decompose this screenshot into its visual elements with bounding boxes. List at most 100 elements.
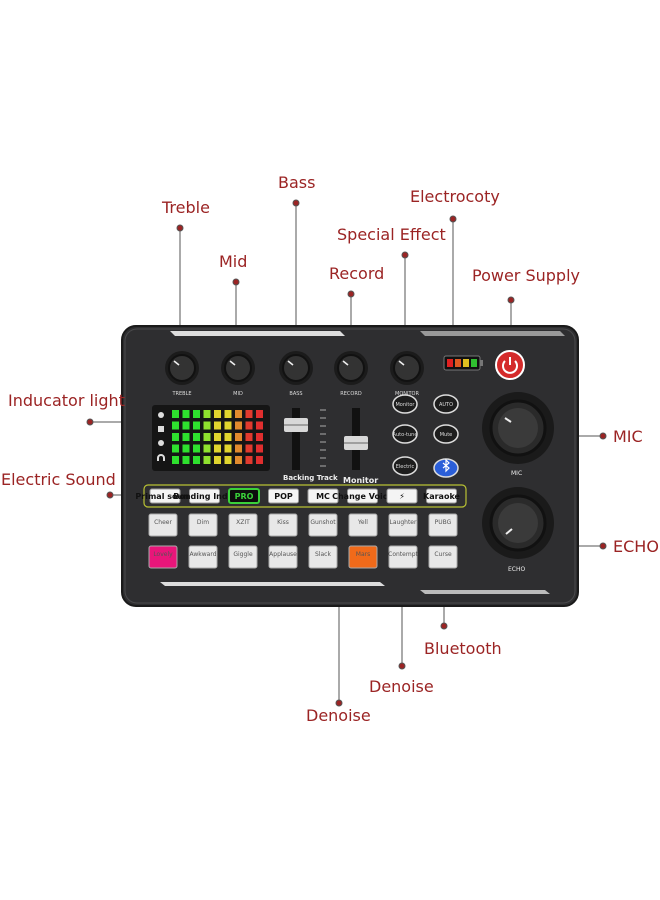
led-cell [172, 456, 179, 464]
pad-mars[interactable]: Mars [348, 545, 378, 569]
backing-track-fader[interactable] [284, 408, 308, 470]
mode-button-2[interactable]: PRO [228, 488, 260, 504]
pad-yell[interactable]: Yell [348, 513, 378, 537]
side-button-electric[interactable]: Electric [392, 456, 418, 476]
mode-button-7[interactable]: Karaoke [423, 488, 461, 504]
pad-label: Giggle [233, 551, 253, 558]
knob-bass[interactable] [279, 351, 313, 385]
mode-button-label: ⚡ [399, 492, 405, 501]
pad-xzit[interactable]: XZIT [228, 513, 258, 537]
pad-gunshot[interactable]: Gunshot [308, 513, 338, 537]
leader-dot-treble [176, 224, 184, 232]
leader-dot-record [347, 290, 355, 298]
mic-knob[interactable] [482, 392, 554, 464]
led-cell [182, 421, 190, 430]
mode-button-0[interactable]: Primal sound [135, 488, 195, 504]
side-button-auto-tune[interactable]: Auto-tune [392, 424, 418, 444]
led-cell [193, 421, 200, 430]
side-button-label: Mute [440, 432, 453, 438]
led-cell [203, 410, 211, 418]
monitor-label: Monitor [343, 476, 378, 485]
pad-contempt[interactable]: Contempt [388, 545, 419, 569]
knob-mid[interactable] [221, 351, 255, 385]
led-cell [203, 421, 211, 430]
led-cell [235, 456, 242, 464]
leader-dot-bluetooth [440, 622, 448, 630]
pad-dim[interactable]: Dim [188, 513, 218, 537]
mode-button-label: Change Voice [332, 492, 393, 501]
mode-button-4[interactable]: MC [307, 488, 339, 504]
pad-label: Laughter [390, 519, 417, 526]
leader-dot-electric-sound [106, 491, 114, 499]
led-cell [235, 444, 242, 453]
pad-label: PUBG [435, 519, 452, 526]
led-cell [224, 444, 232, 453]
leader-dot-mic [599, 432, 607, 440]
side-button-mute[interactable]: Mute [433, 424, 459, 444]
mode-button-5[interactable]: Change Voice [332, 488, 393, 504]
pad-pubg[interactable]: PUBG [428, 513, 458, 537]
mode-button-3[interactable]: POP [268, 488, 299, 504]
led-cell [235, 433, 242, 441]
pad-curse[interactable]: Curse [428, 545, 458, 569]
knob-treble[interactable] [165, 351, 199, 385]
callout-record: Record [329, 264, 385, 283]
battery-indicator [443, 355, 483, 371]
leader-dot-power [507, 296, 515, 304]
led-cell [172, 444, 179, 453]
callout-denoise-1: Denoise [369, 677, 434, 696]
led-cell [245, 433, 253, 441]
led-cell [256, 421, 263, 430]
callout-electrocoty: Electrocoty [410, 187, 500, 206]
mode-button-1[interactable]: Bonding Indie [173, 488, 236, 504]
knob-monitor[interactable] [390, 351, 424, 385]
pad-awkward[interactable]: Awkward [188, 545, 218, 569]
led-cell [235, 410, 242, 418]
led-cell [256, 410, 263, 418]
led-cell [203, 444, 211, 453]
led-cell [256, 456, 263, 464]
echo-knob[interactable] [482, 487, 554, 559]
pad-giggle[interactable]: Giggle [228, 545, 258, 569]
led-cell [182, 410, 190, 418]
callout-treble: Treble [162, 198, 210, 217]
callout-bass: Bass [278, 173, 316, 192]
pad-label: Lovely [153, 551, 173, 558]
side-button-monitor[interactable]: Monitor [392, 394, 418, 414]
mode-button-label: Karaoke [423, 492, 461, 501]
led-cell [245, 444, 253, 453]
led-cell [256, 433, 263, 441]
mode-button-label: Primal sound [135, 492, 194, 501]
leader-dot-electrocoty [449, 215, 457, 223]
callout-mic: MIC [613, 427, 643, 446]
knob-label-monitor: MONITOR [395, 391, 419, 397]
led-cell [245, 421, 253, 430]
led-cell [172, 433, 179, 441]
pad-kiss[interactable]: Kiss [268, 513, 298, 537]
knob-label-bass: BASS [289, 391, 302, 397]
side-button-auto[interactable]: AUTO [433, 394, 459, 414]
power-button[interactable] [495, 350, 525, 380]
led-cell [214, 433, 221, 441]
led-cell [214, 456, 221, 464]
knob-record[interactable] [334, 351, 368, 385]
bluetooth-button[interactable] [433, 458, 459, 478]
backing-track-label: Backing Track [283, 474, 338, 482]
pad-laughter[interactable]: Laughter [388, 513, 418, 537]
top-stripes [170, 331, 565, 336]
monitor-fader[interactable] [344, 408, 368, 470]
pad-label: Mars [356, 551, 370, 558]
side-button-label: Auto-tune [393, 432, 418, 438]
pad-cheer[interactable]: Cheer [148, 513, 178, 537]
pad-applause[interactable]: Applause [268, 545, 298, 569]
bottom-stripes [160, 582, 550, 594]
led-cell [245, 456, 253, 464]
side-button-label: AUTO [439, 402, 453, 408]
mode-button-6[interactable]: ⚡ [386, 488, 418, 504]
pad-lovely[interactable]: Lovely [148, 545, 178, 569]
pad-label: Cheer [154, 519, 172, 526]
leader-dot-inducator [86, 418, 94, 426]
leader-dot-denoise-2 [335, 699, 343, 707]
fader-scale [320, 409, 326, 467]
pad-slack[interactable]: Slack [308, 545, 338, 569]
